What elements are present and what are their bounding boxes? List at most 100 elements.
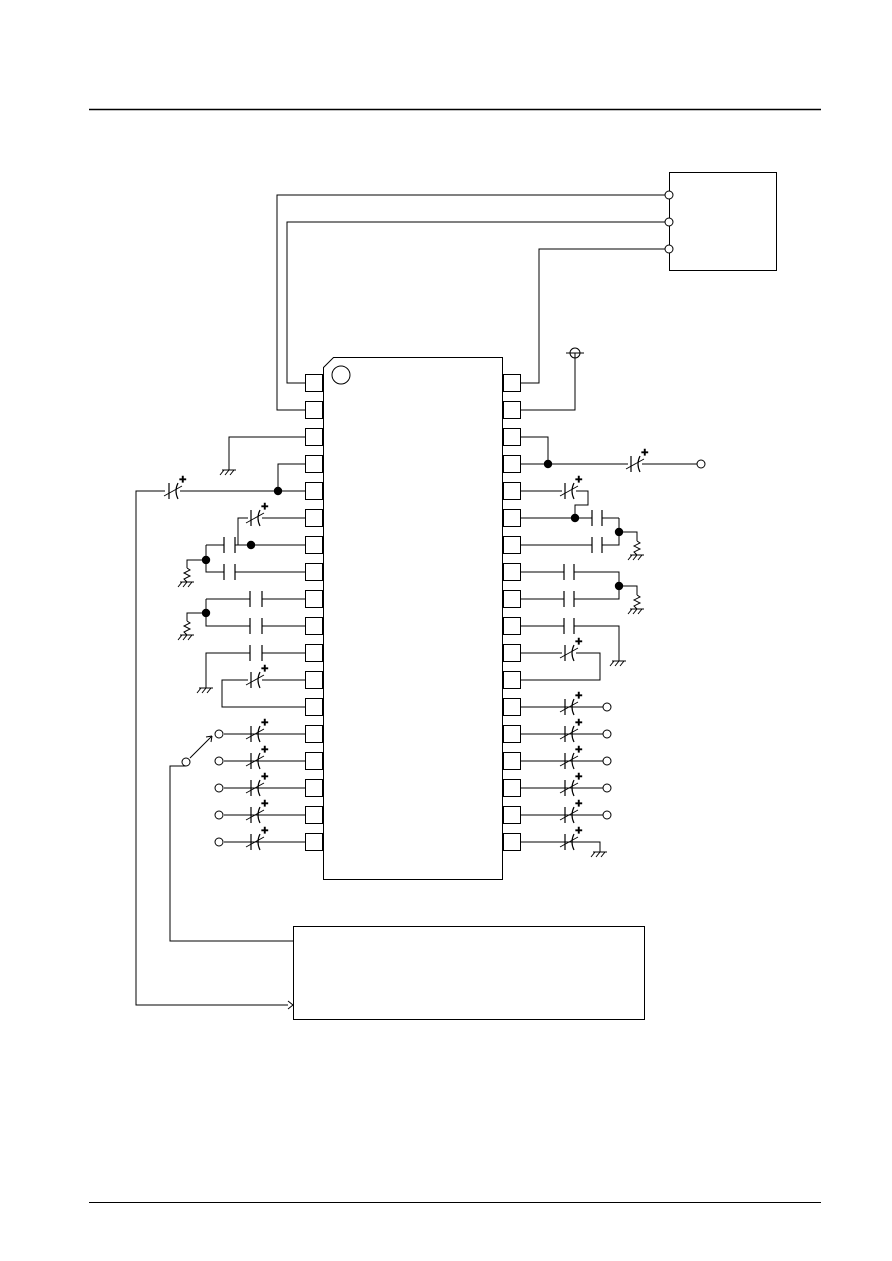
capacitor-icon [591, 510, 603, 526]
terminal-icon [664, 190, 674, 200]
polarity-plus: + [575, 745, 583, 755]
polarity-plus: + [575, 475, 583, 485]
wires [135, 194, 697, 1006]
electrolytic-capacitor-icon: + [559, 474, 583, 500]
ground-icon [196, 687, 213, 694]
terminal-icon [696, 459, 706, 469]
polarity-plus: + [641, 448, 649, 458]
pin1-marker-icon [331, 365, 351, 385]
polarity-plus: + [261, 502, 269, 512]
terminal-icon [214, 810, 224, 820]
supply-icon [566, 347, 584, 359]
controller-box [293, 926, 645, 1020]
electrolytic-capacitor-icon: + [245, 663, 269, 689]
ic-pin-right [503, 374, 521, 392]
ic-pin-left [305, 563, 323, 581]
ic-pin-right [503, 644, 521, 662]
ic-pins [305, 374, 521, 851]
terminal-icon [602, 783, 612, 793]
junction-dot-icon [614, 527, 624, 537]
ic-pin-left [305, 482, 323, 500]
electrolytic-capacitor-icon: + [625, 447, 649, 473]
ground-icon [627, 554, 644, 561]
polarity-plus: + [261, 826, 269, 836]
polarity-plus: + [575, 691, 583, 701]
electrolytic-capacitor-icon: + [559, 744, 583, 770]
ic-pin-right [503, 833, 521, 851]
terminal-icon [602, 810, 612, 820]
electrolytic-capacitor-icon: + [245, 825, 269, 851]
polarity-plus: + [575, 637, 583, 647]
junction-dot-icon [273, 486, 283, 496]
ground-icon [590, 851, 607, 858]
ic-pin-left [305, 428, 323, 446]
terminals [181, 190, 706, 847]
junction-dot-icon [201, 608, 211, 618]
ic-pin-left [305, 617, 323, 635]
polarity-plus: + [179, 475, 187, 485]
electrolytic-capacitor-icon: + [559, 636, 583, 662]
external-module-box [669, 172, 777, 271]
terminal-icon [602, 756, 612, 766]
ground-icon [177, 581, 194, 588]
terminal-icon [214, 729, 224, 739]
ic-pin-right [503, 590, 521, 608]
resistor-icon [632, 540, 642, 556]
ic-pin-left [305, 644, 323, 662]
resistor-icon [632, 594, 642, 610]
ic-pin-right [503, 455, 521, 473]
capacitor-icon [223, 537, 236, 553]
ic-pin-left [305, 401, 323, 419]
ic-pin-left [305, 671, 323, 689]
ic-pin-left [305, 455, 323, 473]
terminal-icon [214, 783, 224, 793]
ic-pin-left [305, 374, 323, 392]
ic-pin-left [305, 536, 323, 554]
ic-pin-right [503, 779, 521, 797]
electrolytic-capacitor-icon: + [245, 501, 269, 527]
ground-icon [609, 660, 626, 667]
ic-pin-left [305, 698, 323, 716]
terminal-icon [602, 702, 612, 712]
capacitor-icon [249, 591, 263, 607]
electrolytic-capacitor-icon: + [559, 798, 583, 824]
junction-dot-icon [543, 459, 553, 469]
polarity-plus: + [575, 799, 583, 809]
electrolytic-capacitor-icon: + [559, 825, 583, 851]
resistor-icon [182, 567, 192, 583]
ic-pin-right [503, 806, 521, 824]
ground-icon [627, 608, 644, 615]
terminal-icon [602, 729, 612, 739]
ic-pin-right [503, 698, 521, 716]
polarity-plus: + [261, 799, 269, 809]
capacitor-icon [563, 618, 575, 634]
ic-pin-left [305, 509, 323, 527]
electrolytic-capacitor-icon: + [163, 474, 187, 500]
ic-pin-right [503, 752, 521, 770]
ground-icon [219, 469, 236, 476]
ic-pin-left [305, 806, 323, 824]
ic-pin-right [503, 536, 521, 554]
electrolytic-capacitor-icon: + [559, 690, 583, 716]
ic-pin-right [503, 401, 521, 419]
polarity-plus: + [575, 718, 583, 728]
ic-pin-right [503, 725, 521, 743]
terminal-icon [214, 756, 224, 766]
electrolytic-capacitor-icon: + [245, 798, 269, 824]
ic-pin-left [305, 779, 323, 797]
ic-pin-right [503, 671, 521, 689]
capacitor-icon [249, 645, 263, 661]
circuit-parts: +++++++++++++++++ [163, 447, 649, 858]
polarity-plus: + [261, 772, 269, 782]
polarity-plus: + [261, 718, 269, 728]
terminal-icon [214, 837, 224, 847]
junction-dot-icon [246, 540, 256, 550]
terminal-icon [664, 217, 674, 227]
ic-pin-right [503, 509, 521, 527]
capacitor-icon [563, 591, 575, 607]
arrow-icon [287, 1000, 294, 1010]
ic-pin-left [305, 725, 323, 743]
electrolytic-capacitor-icon: + [245, 771, 269, 797]
polarity-plus: + [261, 745, 269, 755]
